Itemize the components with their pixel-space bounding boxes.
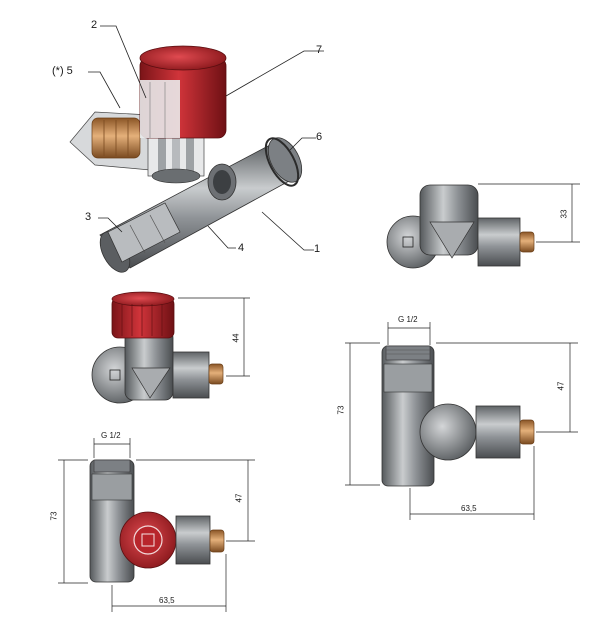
front-view [91,291,250,404]
dim-right-port-height: 47 [556,381,566,391]
part-insert-sleeve [107,202,181,263]
part-red-cap [139,45,227,139]
part-brass-fitting [69,111,151,171]
dim-bottom-total-height: 73 [49,511,59,521]
dim-right-width: 63,5 [461,504,477,513]
right-elevation-view [345,322,578,520]
dim-right-thread: G 1/2 [398,315,418,324]
side-view [386,183,580,269]
callout-2: 2 [91,19,98,31]
dim-right-total-height: 73 [336,405,346,415]
callout-1: 1 [314,243,321,255]
bottom-elevation-view [58,438,255,612]
callout-6: 6 [316,131,323,143]
dim-side-height: 33 [559,209,569,219]
dim-bottom-thread: G 1/2 [101,431,121,440]
callout-4: 4 [238,242,245,254]
dim-bottom-port-height: 47 [234,493,244,503]
callout-7: 7 [316,44,323,56]
callout-5: (*) 5 [52,65,73,77]
dim-bottom-width: 63,5 [159,596,175,605]
dim-front-height: 44 [231,333,241,343]
exploded-view [69,25,324,273]
callout-3: 3 [85,211,92,223]
